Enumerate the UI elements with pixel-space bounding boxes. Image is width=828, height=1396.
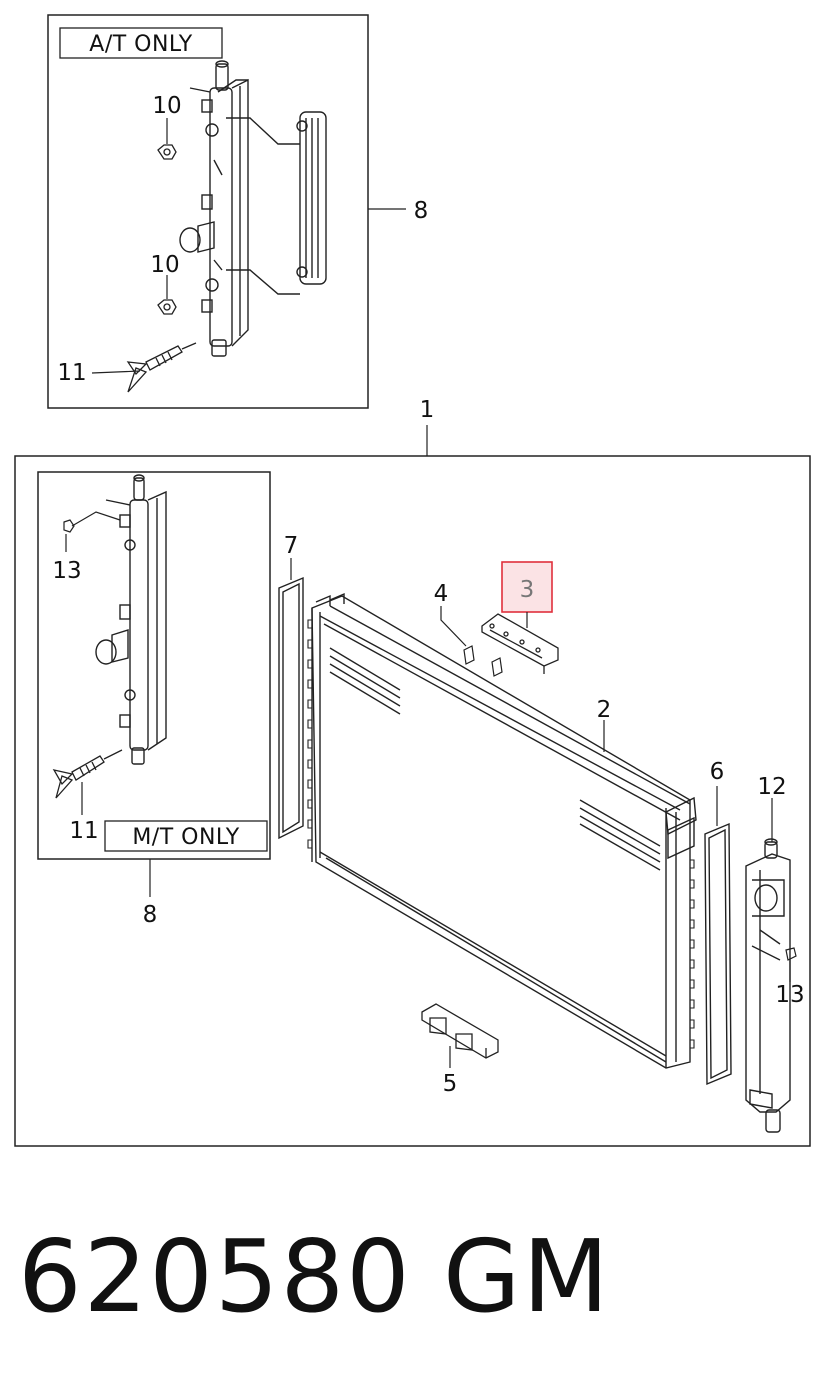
mt-only-label: M/T ONLY	[132, 825, 239, 850]
part-number: 620580	[18, 1218, 412, 1335]
at-only-label-box	[59, 27, 223, 59]
at-side-tank	[179, 60, 249, 357]
at-oil-cooler	[226, 111, 327, 295]
radiator-exploded-diagram: A/T ONLY	[14, 14, 811, 1147]
mt-only-inset: M/T ONLY	[37, 471, 271, 928]
callout-5: 5	[443, 1071, 458, 1097]
callout-12: 12	[757, 774, 786, 800]
callout-1: 1	[420, 397, 435, 423]
mt-clip-icon	[63, 519, 75, 533]
mt-drain-plug-icon	[52, 749, 123, 799]
radiator-core	[311, 592, 697, 1069]
callout-4: 4	[434, 581, 449, 607]
callout-13-left: 13	[52, 558, 81, 584]
callout-2: 2	[597, 697, 612, 723]
radiator-assembly-frame: 1	[14, 397, 811, 1147]
clip-4-icon	[463, 645, 503, 677]
upper-bracket	[481, 613, 559, 674]
callout-7: 7	[284, 533, 299, 559]
callout-8-bottom: 8	[143, 902, 158, 928]
at-only-inset: A/T ONLY	[47, 14, 429, 409]
at-nut-upper-icon	[157, 144, 177, 160]
radiator-left-teeth	[307, 619, 312, 849]
right-side-tank	[745, 838, 791, 1133]
callout-11-bottom: 11	[69, 818, 98, 844]
mt-side-tank	[95, 474, 167, 765]
at-drain-plug-icon	[126, 342, 197, 393]
at-only-label: A/T ONLY	[89, 32, 193, 57]
at-nut-lower-icon	[157, 299, 177, 315]
radiator-right-teeth	[690, 859, 695, 1049]
lower-bracket	[421, 1003, 499, 1059]
clip-13-right-icon	[785, 947, 797, 961]
callout-3: 3	[520, 577, 535, 603]
seal-left	[278, 558, 304, 840]
callout-11-top: 11	[57, 360, 86, 386]
callout-6: 6	[710, 759, 725, 785]
callout-8-top: 8	[414, 198, 429, 224]
callout-13-right: 13	[775, 982, 804, 1008]
seal-right	[704, 786, 732, 1086]
callout-10-upper: 10	[152, 93, 181, 119]
callout-10-lower: 10	[150, 252, 179, 278]
brand-name: GM	[443, 1218, 611, 1335]
mt-only-label-box	[104, 820, 268, 852]
